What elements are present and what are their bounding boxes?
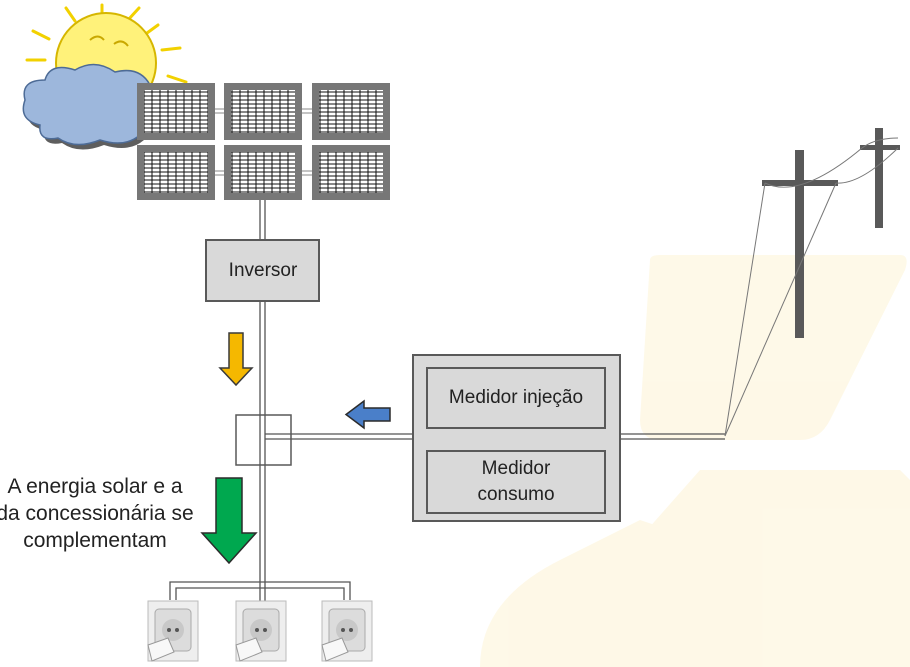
injection-meter-label: Medidor injeção [448,387,584,408]
junction-box [235,414,292,466]
watermark [480,255,910,667]
power-outlet-icon [235,600,287,662]
solar-panel-icon [224,83,302,140]
caption-line2: da concessionária se [0,502,194,525]
inverter-label: Inversor [228,260,298,281]
solar-panel-icon [137,83,215,140]
solar-panel-array [137,83,390,200]
solar-panel-icon [312,83,390,140]
solar-panel-icon [312,145,390,200]
consumption-meter-box [426,450,606,514]
cloud-icon [22,63,170,150]
grid-flow-arrow [344,399,391,430]
inverter-box [205,239,320,302]
grid-wire [265,433,725,440]
solar-flow-arrow [218,332,254,387]
caption-line1: A energia solar e a [7,475,183,498]
solar-panel-icon [137,145,215,200]
caption-line3: complementam [23,529,167,552]
outlet-wires [169,581,351,600]
consumption-meter-label-line2: consumo [477,484,555,505]
power-outlet-icon [321,600,373,662]
power-outlet-icon [147,600,199,662]
solar-panel-icon [224,145,302,200]
consumption-meter-label-line1: Medidor [481,458,551,479]
consumption-arrow [200,477,258,565]
caption: A energia solar e a da concessionária se… [0,473,230,554]
consumption-meter-label: Medidor consumo [428,452,604,512]
utility-pole-icon [724,128,900,437]
injection-meter-box [426,367,606,429]
